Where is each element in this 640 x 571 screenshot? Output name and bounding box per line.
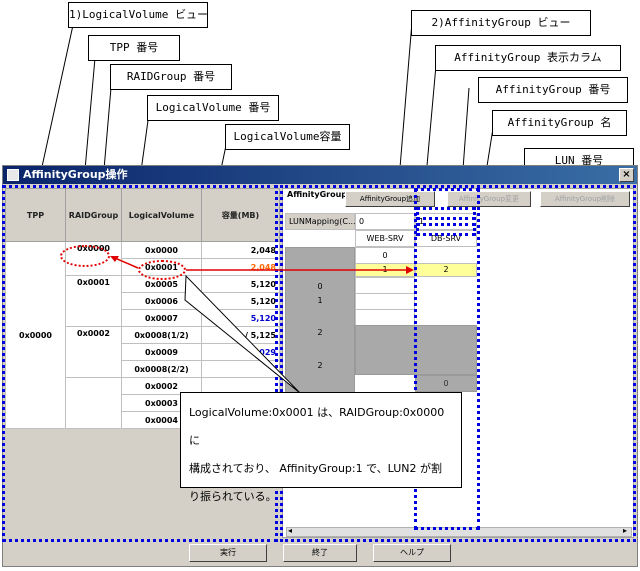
affinity-column-outline	[414, 188, 480, 530]
lv-cell: 0x0008(2/2)	[121, 360, 202, 378]
header-logicalvolume[interactable]: LogicalVolume	[121, 188, 202, 242]
callout-tpp-number: TPP 番号	[88, 35, 180, 61]
affinity-number-0[interactable]: 0	[355, 213, 415, 230]
callout-logicalvolume-number: LogicalVolume 番号	[147, 95, 279, 121]
callout-affinitygroup-column: AffinityGroup 表示カラム	[435, 45, 621, 71]
raid-cell-1: 0x0001	[65, 275, 122, 327]
callout-affinitygroup-number: AffinityGroup 番号	[478, 77, 628, 103]
scroll-left-icon[interactable]: ◂	[288, 526, 293, 535]
callout-logicalvolume-capacity: LogicalVolume容量	[225, 124, 350, 150]
callout-affinitygroup-name: AffinityGroup 名	[492, 110, 627, 136]
close-button[interactable]: ×	[619, 168, 634, 182]
raid-cell-2: 0x0002	[65, 326, 122, 378]
close-dialog-button[interactable]: 終了	[283, 544, 357, 562]
lv-cell: 0x0005	[121, 275, 202, 293]
add-affinitygroup-button[interactable]: AffinityGroup追加	[345, 191, 435, 207]
delete-affinitygroup-button[interactable]: AffinityGroup削除	[540, 191, 630, 207]
app-icon	[7, 169, 19, 181]
callout-raidgroup-number: RAIDGroup 番号	[110, 64, 232, 90]
gray-value: 0	[317, 282, 323, 291]
header-tpp[interactable]: TPP	[5, 188, 66, 242]
affinity-name-outline	[416, 223, 476, 236]
lv-cell: 0x0002	[121, 377, 202, 395]
execute-button[interactable]: 実行	[189, 544, 267, 562]
bubble-line-1: LogicalVolume:0x0001 は、RAIDGroup:0x0000 …	[189, 406, 445, 447]
scroll-right-icon[interactable]: ▸	[623, 526, 628, 535]
header-raidgroup[interactable]: RAIDGroup	[65, 188, 122, 242]
logicalvolume-ellipse	[138, 260, 186, 280]
gray-value: 2	[317, 328, 323, 337]
raidgroup-ellipse	[60, 245, 110, 267]
lv-cell: 0x0006	[121, 292, 202, 310]
tpp-cell: 0x0000	[5, 241, 66, 429]
gray-value: 2	[317, 361, 323, 370]
callout-logicalvolume-view: 1)LogicalVolume ビュー	[68, 2, 208, 28]
window-title: AffinityGroup操作	[23, 168, 128, 181]
callout-affinitygroup-view: 2)AffinityGroup ビュー	[411, 10, 591, 36]
bubble-line-2: 構成されており、 AffinityGroup:1 で、LUN2 が割	[189, 462, 443, 475]
gray-value: 1	[317, 296, 323, 305]
lun-mapping-label: LUNMapping(C...	[285, 213, 356, 230]
raid-cell-empty	[65, 377, 122, 429]
change-affinitygroup-button[interactable]: AffinityGroup変更	[447, 191, 531, 207]
affinity-name-0[interactable]: WEB-SRV	[355, 230, 415, 247]
bubble-line-3: り振られている。	[189, 490, 277, 503]
lv-cell: 0x0007	[121, 309, 202, 327]
title-bar: AffinityGroup操作 ×	[3, 166, 637, 184]
affinity-number-outline	[416, 207, 476, 220]
lun-cell[interactable]: 0	[415, 375, 477, 392]
lv-cell: 0x0000	[121, 241, 202, 259]
help-button[interactable]: ヘルプ	[373, 544, 451, 562]
header-capacity[interactable]: 容量(MB)	[201, 188, 280, 242]
explanation-bubble: LogicalVolume:0x0001 は、RAIDGroup:0x0000 …	[180, 392, 462, 503]
affinity-header-label: AffinityGroup	[287, 190, 348, 199]
